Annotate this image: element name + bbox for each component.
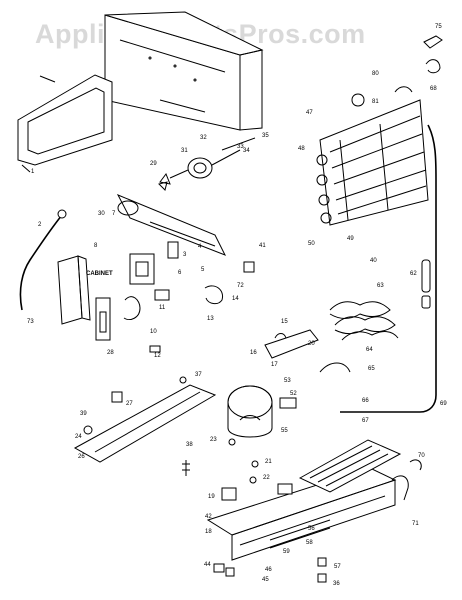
callout-46: 46 [265,567,272,573]
callout-19: 19 [208,494,215,500]
cabinet-label: CABINET [86,271,113,277]
callout-21: 21 [265,459,272,465]
callout-40: 40 [370,258,377,264]
shroud-bracket-part [116,194,227,256]
upper-housing-part [104,11,264,131]
callout-27: 27 [126,401,133,407]
callout-63: 63 [377,283,384,289]
left-panel-part [17,74,113,173]
callout-49: 49 [347,236,354,242]
base-pan-part [206,439,422,561]
condenser-coil-assembly [316,86,437,413]
callout-50: 50 [308,241,315,247]
callout-1: 1 [31,169,35,175]
compressor-part [227,385,297,438]
callout-37: 37 [195,372,202,378]
callout-4: 4 [198,244,202,250]
callout-34: 34 [243,148,250,154]
callout-17: 17 [271,362,278,368]
clip-parts [351,35,443,107]
callout-58: 58 [306,540,313,546]
callout-72: 72 [237,283,244,289]
callout-80: 80 [372,71,379,77]
callout-11: 11 [159,305,166,311]
callout-41: 41 [259,243,266,249]
callout-56: 56 [308,526,315,532]
callout-33: 33 [237,144,244,150]
relay-parts [95,241,255,353]
callout-53: 53 [284,378,291,384]
screw-parts [182,438,331,583]
callout-13: 13 [207,316,214,322]
callout-55: 55 [281,428,288,434]
callout-3: 3 [183,252,187,258]
callout-12: 12 [154,353,161,359]
callout-52: 52 [290,391,297,397]
callout-59: 59 [283,549,290,555]
callout-81: 81 [372,99,379,105]
callout-35: 35 [262,133,269,139]
callout-66: 66 [362,398,369,404]
callout-2: 2 [38,222,42,228]
callout-73: 73 [27,319,34,325]
callout-31: 31 [181,148,188,154]
bracket-part [264,329,351,373]
cabinet-box-part [57,255,91,325]
callout-67: 67 [362,418,369,424]
callout-16: 16 [250,350,257,356]
callout-44: 44 [204,562,211,568]
callout-15: 15 [281,319,288,325]
callout-71: 71 [412,521,419,527]
callout-7: 7 [112,211,116,217]
callout-39: 39 [80,411,87,417]
callout-64: 64 [366,347,373,353]
callout-36: 36 [333,581,340,587]
callout-24: 24 [75,434,82,440]
callout-23: 23 [210,437,217,443]
callout-47: 47 [306,110,313,116]
callout-20: 20 [308,341,315,347]
callout-68: 68 [430,86,437,92]
callout-69: 69 [440,401,447,407]
callout-65: 65 [368,366,375,372]
fan-motor-assembly [158,137,256,191]
callout-22: 22 [263,475,270,481]
callout-14: 14 [232,296,239,302]
callout-42: 42 [205,514,212,520]
drier-part [421,259,431,309]
callout-45: 45 [262,577,269,583]
callout-70: 70 [418,453,425,459]
callout-8: 8 [94,243,98,249]
callout-28: 28 [107,350,114,356]
callout-5: 5 [201,267,205,273]
callout-57: 57 [334,564,341,570]
callout-30: 30 [98,211,105,217]
callout-18: 18 [205,529,212,535]
callout-38: 38 [186,442,193,448]
callout-62: 62 [410,271,417,277]
callout-32: 32 [200,135,207,141]
drain-tube-part [19,209,67,311]
callout-48: 48 [298,146,305,152]
callout-29: 29 [150,161,157,167]
heater-coil-part [329,301,399,341]
callout-10: 10 [150,329,157,335]
callout-26: 26 [78,454,85,460]
callout-75: 75 [435,24,442,30]
callout-6: 6 [178,270,182,276]
base-rail-part [73,376,217,463]
callout-numbers: 7568808147485049406263353231293334782417… [27,24,447,587]
